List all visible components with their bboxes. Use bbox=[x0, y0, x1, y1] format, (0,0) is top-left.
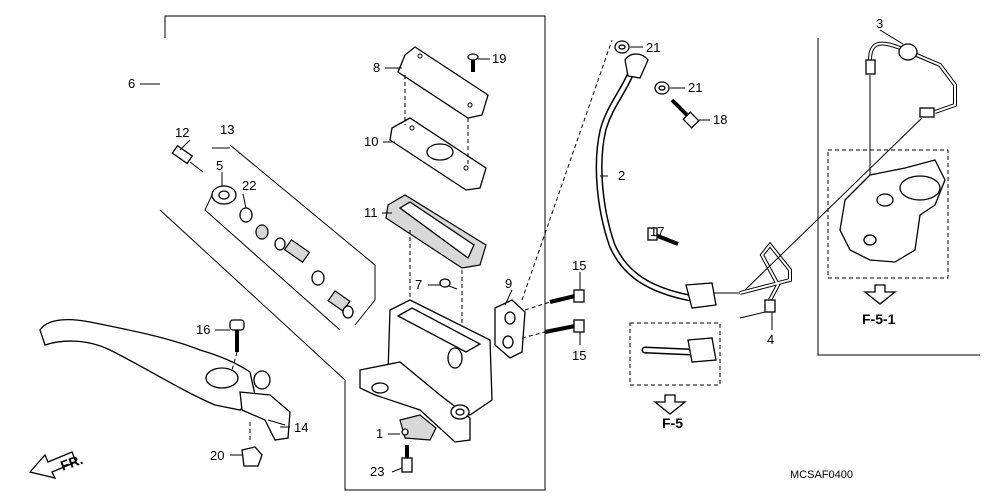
callout-18: 18 bbox=[713, 112, 727, 127]
callout-8: 8 bbox=[373, 60, 380, 75]
callout-2: 2 bbox=[618, 168, 625, 183]
piston-kit-parts bbox=[171, 144, 354, 319]
switch-1 bbox=[399, 414, 437, 441]
plate-10 bbox=[389, 117, 487, 191]
ref-box-f5 bbox=[629, 322, 721, 415]
callout-11: 11 bbox=[364, 205, 378, 220]
stack-guides bbox=[404, 75, 469, 330]
callout-17: 17 bbox=[650, 224, 664, 239]
callout-23: 23 bbox=[370, 464, 384, 479]
diaphragm-11 bbox=[385, 194, 487, 269]
leader-lines bbox=[179, 29, 904, 473]
callout-9: 9 bbox=[505, 276, 512, 291]
callout-22: 22 bbox=[242, 178, 256, 193]
diagram-code: MCSAF0400 bbox=[790, 469, 853, 481]
bolt-18 bbox=[670, 98, 700, 129]
screw-19 bbox=[467, 53, 479, 72]
callout-6: 6 bbox=[128, 76, 135, 91]
callout-14: 14 bbox=[294, 420, 308, 435]
callout-13: 13 bbox=[220, 122, 234, 137]
callout-21a: 21 bbox=[646, 40, 660, 55]
callout-12: 12 bbox=[175, 125, 189, 140]
washers-21 bbox=[614, 40, 670, 95]
bleeder-23 bbox=[401, 445, 413, 473]
callout-3: 3 bbox=[876, 16, 883, 31]
assembly-6-frame bbox=[140, 15, 546, 491]
clamp-9 bbox=[494, 299, 526, 359]
circlip-22 bbox=[239, 207, 253, 223]
pivot-bolt-16 bbox=[229, 319, 245, 371]
callout-4: 4 bbox=[767, 332, 774, 347]
piston-assembly bbox=[255, 224, 354, 319]
master-cylinder-body bbox=[359, 299, 493, 443]
abs-panel bbox=[744, 38, 980, 356]
bolts-15 bbox=[521, 289, 585, 339]
piston-kit-13-frame bbox=[204, 144, 376, 331]
callout-15a: 15 bbox=[572, 258, 586, 273]
callout-7: 7 bbox=[415, 277, 422, 292]
brake-lever-14 bbox=[39, 318, 291, 441]
callout-1: 1 bbox=[376, 426, 383, 441]
front-marker-label: FR. bbox=[58, 451, 85, 474]
reservoir-cover-8 bbox=[397, 46, 489, 119]
ref-label-f5: F-5 bbox=[662, 415, 683, 431]
nut-20 bbox=[241, 420, 263, 467]
callout-10: 10 bbox=[364, 134, 378, 149]
callout-15b: 15 bbox=[572, 348, 586, 363]
callout-21b: 21 bbox=[688, 80, 702, 95]
ref-label-f51: F-5-1 bbox=[862, 311, 896, 327]
callout-16: 16 bbox=[196, 322, 210, 337]
bolt-7 bbox=[439, 278, 458, 290]
callouts: 1 2 3 4 5 6 7 8 9 10 11 12 13 14 15 15 1… bbox=[128, 16, 883, 479]
front-arrow bbox=[28, 451, 77, 479]
brake-pipe-4 bbox=[739, 241, 792, 330]
callout-5: 5 bbox=[216, 158, 223, 173]
callout-19: 19 bbox=[492, 51, 506, 66]
callout-20: 20 bbox=[210, 448, 224, 463]
brake-hose-2 bbox=[595, 53, 740, 309]
pushrod-12 bbox=[171, 144, 204, 173]
